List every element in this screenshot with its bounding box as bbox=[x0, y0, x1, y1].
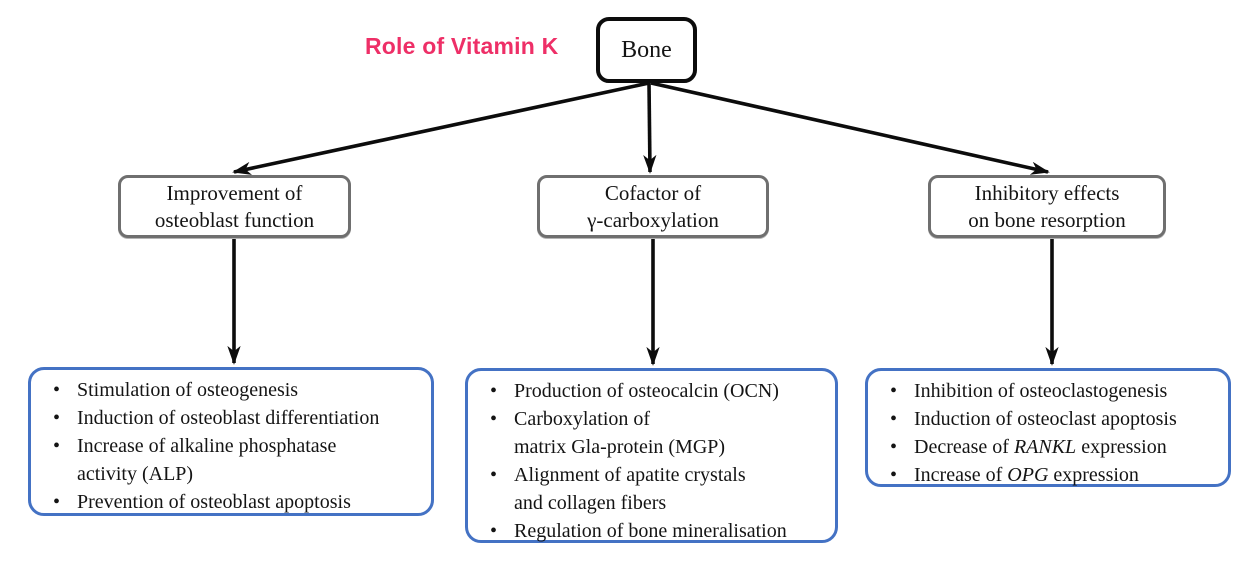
branch-node-osteoblast-function: Improvement of osteoblast function bbox=[118, 175, 351, 238]
bullet-list: Inhibition of osteoclastogenesisInductio… bbox=[868, 371, 1228, 489]
bullet-item: Prevention of osteoblast apoptosis bbox=[31, 488, 427, 516]
branch-node-gamma-carboxylation: Cofactor of γ-carboxylation bbox=[537, 175, 769, 238]
detail-box-osteoblast-function: Stimulation of osteogenesisInduction of … bbox=[28, 367, 434, 516]
bullet-item: Increase of OPG expression bbox=[868, 461, 1224, 489]
bullet-item: Production of osteocalcin (OCN) bbox=[468, 377, 831, 405]
bullet-item: Decrease of RANKL expression bbox=[868, 433, 1224, 461]
branch-node-bone-resorption: Inhibitory effects on bone resorption bbox=[928, 175, 1166, 238]
bullet-item: Stimulation of osteogenesis bbox=[31, 376, 427, 404]
bullet-item: Induction of osteoclast apoptosis bbox=[868, 405, 1224, 433]
diagram-title: Role of Vitamin K bbox=[365, 33, 559, 59]
root-node-label: Bone bbox=[621, 36, 672, 63]
arrow-bone-to-branch-2 bbox=[643, 82, 657, 174]
bullet-item: Induction of osteoblast differentiation bbox=[31, 404, 427, 432]
bullet-list: Production of osteocalcin (OCN)Carboxyla… bbox=[468, 371, 835, 545]
root-node-bone: Bone bbox=[596, 17, 697, 83]
detail-box-bone-resorption: Inhibition of osteoclastogenesisInductio… bbox=[865, 368, 1231, 489]
detail-box-gamma-carboxylation: Production of osteocalcin (OCN)Carboxyla… bbox=[465, 368, 838, 545]
bullet-item: Inhibition of osteoclastogenesis bbox=[868, 377, 1224, 405]
bullet-item: Regulation of bone mineralisation bbox=[468, 517, 831, 545]
bullet-item: Increase of alkaline phosphataseactivity… bbox=[31, 432, 427, 488]
arrow-bone-to-branch-3 bbox=[650, 81, 1050, 175]
arrow-bone-to-branch-1 bbox=[232, 81, 650, 175]
bullet-list: Stimulation of osteogenesisInduction of … bbox=[31, 370, 431, 516]
